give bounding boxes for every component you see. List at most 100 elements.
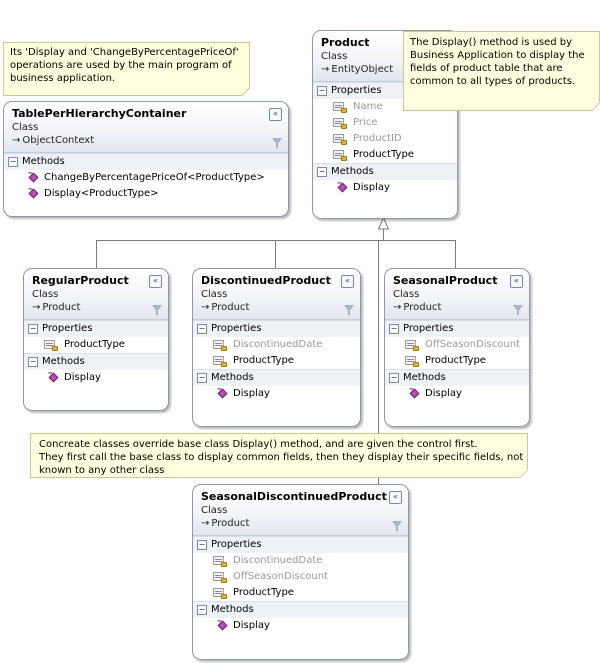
note-concrete-line: Concreate classes override base class Di… bbox=[39, 439, 478, 450]
property-icon bbox=[333, 101, 347, 113]
class-seasonal-product[interactable]: SeasonalProduct Class →Product « − Prope… bbox=[384, 268, 530, 427]
properties-section-header[interactable]: − Properties bbox=[193, 320, 360, 337]
method-name: Display<ProductType> bbox=[44, 188, 159, 199]
collapse-section-icon[interactable]: − bbox=[197, 324, 207, 334]
class-header: SeasonalProduct Class →Product « bbox=[385, 269, 529, 320]
property-item[interactable]: ProductType bbox=[385, 353, 529, 369]
property-item[interactable]: Price bbox=[313, 115, 457, 131]
property-item[interactable]: DiscontinuedDate bbox=[193, 337, 360, 353]
property-item[interactable]: OffSeasonDiscount bbox=[385, 337, 529, 353]
note-display-line: common to all types of products. bbox=[410, 76, 576, 87]
section-label: Methods bbox=[211, 604, 254, 615]
class-kind: Class bbox=[12, 122, 39, 133]
filter-icon[interactable] bbox=[272, 138, 282, 148]
collapse-section-icon[interactable]: − bbox=[389, 373, 399, 383]
property-item[interactable]: Name bbox=[313, 99, 457, 115]
class-base-name: Product bbox=[211, 302, 250, 313]
methods-section-header[interactable]: − Methods bbox=[385, 369, 529, 386]
collapse-button[interactable]: « bbox=[269, 108, 282, 121]
note-display-line: The Display() method is used by bbox=[410, 37, 573, 48]
note-display-line: Business Application to display the bbox=[410, 50, 585, 61]
inherits-arrow-icon: → bbox=[321, 64, 330, 75]
collapse-section-icon[interactable]: − bbox=[317, 167, 327, 177]
inherits-arrow-icon: → bbox=[201, 518, 210, 529]
method-icon bbox=[28, 172, 39, 183]
property-name: ProductType bbox=[64, 339, 125, 350]
collapse-button[interactable]: « bbox=[341, 275, 354, 288]
property-item[interactable]: ProductType bbox=[313, 147, 457, 163]
filter-icon[interactable] bbox=[513, 305, 523, 315]
filter-icon[interactable] bbox=[392, 521, 402, 531]
methods-section-header[interactable]: − Methods bbox=[4, 153, 288, 170]
note-concrete-line: They first call the base class to displa… bbox=[39, 452, 524, 463]
filter-icon[interactable] bbox=[152, 305, 162, 315]
property-item[interactable]: ProductType bbox=[193, 585, 408, 601]
class-header: DiscontinuedProduct Class →Product « bbox=[193, 269, 360, 320]
property-icon bbox=[333, 133, 347, 145]
property-icon bbox=[213, 355, 227, 367]
collapse-section-icon[interactable]: − bbox=[28, 357, 38, 367]
class-table-per-hierarchy-container[interactable]: TablePerHierarchyContainer Class →Object… bbox=[3, 101, 289, 217]
property-item[interactable]: ProductType bbox=[193, 353, 360, 369]
properties-section-header[interactable]: − Properties bbox=[24, 320, 168, 337]
class-base-name: Product bbox=[403, 302, 442, 313]
class-kind: Class bbox=[201, 289, 228, 300]
property-item[interactable]: ProductID bbox=[313, 131, 457, 147]
collapse-section-icon[interactable]: − bbox=[28, 324, 38, 334]
property-name: DiscontinuedDate bbox=[233, 555, 323, 566]
class-seasonal-discontinued-product[interactable]: SeasonalDiscontinuedProduct Class →Produ… bbox=[192, 484, 409, 660]
collapse-section-icon[interactable]: − bbox=[197, 605, 207, 615]
class-base: →Product bbox=[32, 302, 80, 313]
method-icon bbox=[28, 188, 39, 199]
method-item[interactable]: Display bbox=[24, 370, 168, 386]
class-base-name: Product bbox=[42, 302, 81, 313]
collapse-section-icon[interactable]: − bbox=[8, 157, 18, 167]
class-kind: Class bbox=[321, 51, 348, 62]
class-base: →ObjectContext bbox=[12, 135, 94, 146]
note-display-method: The Display() method is used by Business… bbox=[403, 31, 600, 111]
property-item[interactable]: OffSeasonDiscount bbox=[193, 569, 408, 585]
methods-section-header[interactable]: − Methods bbox=[193, 369, 360, 386]
collapse-button[interactable]: « bbox=[510, 275, 523, 288]
property-item[interactable]: DiscontinuedDate bbox=[193, 553, 408, 569]
collapse-button[interactable]: « bbox=[149, 275, 162, 288]
method-item[interactable]: ChangeByPercentagePriceOf<ProductType> bbox=[4, 170, 288, 186]
collapse-button[interactable]: « bbox=[389, 491, 402, 504]
note-display-line: fields of product table that are bbox=[410, 63, 563, 74]
filter-icon[interactable] bbox=[344, 305, 354, 315]
method-item[interactable]: Display bbox=[385, 386, 529, 402]
note-concrete-line: known to any other class bbox=[39, 465, 165, 476]
method-item[interactable]: Display bbox=[313, 180, 457, 196]
collapse-section-icon[interactable]: − bbox=[317, 86, 327, 96]
property-icon bbox=[213, 339, 227, 351]
method-icon bbox=[217, 620, 228, 631]
methods-section-header[interactable]: − Methods bbox=[193, 601, 408, 618]
method-item[interactable]: Display bbox=[193, 386, 360, 402]
method-name: Display bbox=[64, 372, 101, 383]
class-base: →Product bbox=[201, 302, 249, 313]
inherits-arrow-icon: → bbox=[32, 302, 41, 313]
method-item[interactable]: Display bbox=[193, 618, 408, 634]
collapse-section-icon[interactable]: − bbox=[197, 373, 207, 383]
class-regular-product[interactable]: RegularProduct Class →Product « − Proper… bbox=[23, 268, 169, 411]
section-label: Properties bbox=[403, 323, 454, 334]
properties-section-header[interactable]: − Properties bbox=[193, 536, 408, 553]
methods-section-header[interactable]: − Methods bbox=[313, 163, 457, 180]
section-label: Methods bbox=[22, 156, 65, 167]
method-name: Display bbox=[425, 388, 462, 399]
class-discontinued-product[interactable]: DiscontinuedProduct Class →Product « − P… bbox=[192, 268, 361, 427]
properties-section-header[interactable]: − Properties bbox=[385, 320, 529, 337]
collapse-section-icon[interactable]: − bbox=[389, 324, 399, 334]
collapse-section-icon[interactable]: − bbox=[197, 540, 207, 550]
class-header: SeasonalDiscontinuedProduct Class →Produ… bbox=[193, 485, 408, 536]
section-label: Properties bbox=[211, 539, 262, 550]
method-item[interactable]: Display<ProductType> bbox=[4, 186, 288, 202]
property-name: ProductType bbox=[425, 355, 486, 366]
property-icon bbox=[213, 587, 227, 599]
inheritance-arrowhead bbox=[377, 216, 390, 230]
section-label: Methods bbox=[331, 166, 374, 177]
inherits-arrow-icon: → bbox=[201, 302, 210, 313]
property-item[interactable]: ProductType bbox=[24, 337, 168, 353]
methods-section-header[interactable]: − Methods bbox=[24, 353, 168, 370]
note-operations-line: operations are used by the main program … bbox=[10, 60, 232, 71]
